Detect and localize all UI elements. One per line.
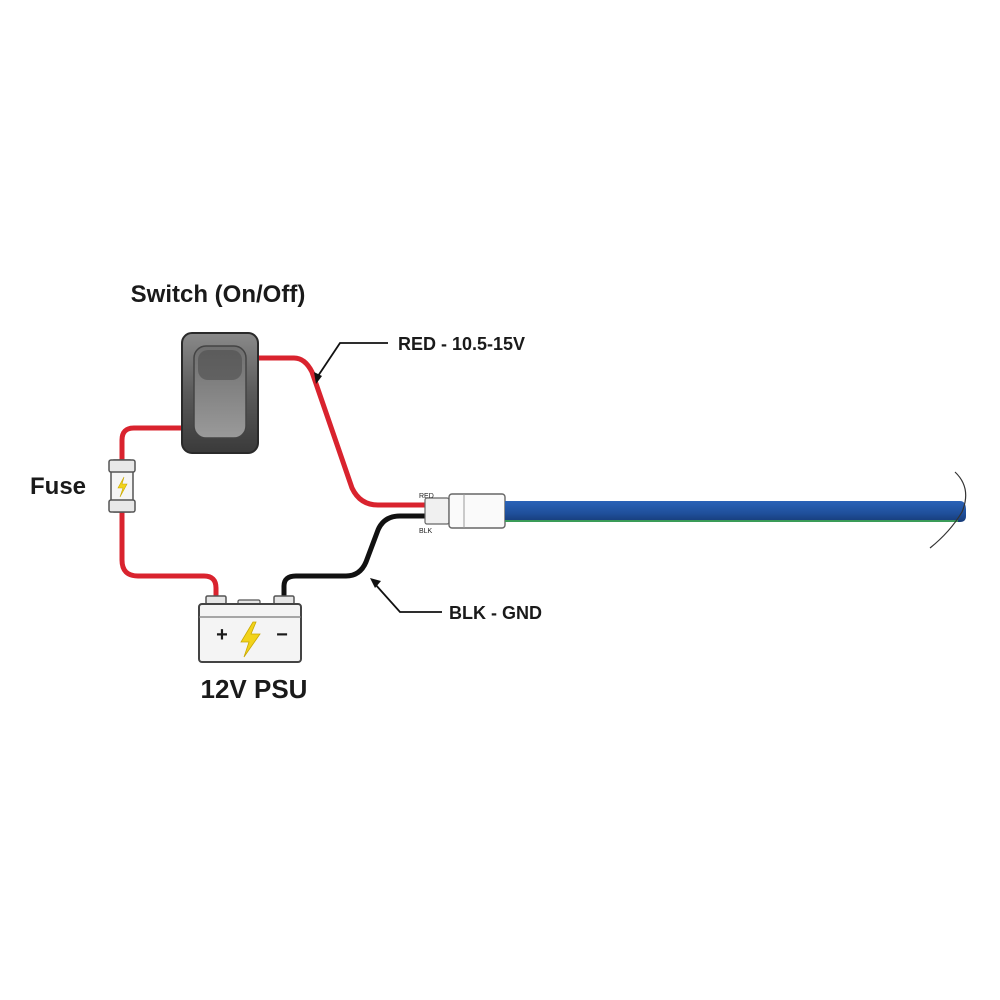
blk-wire-label: BLK - GND <box>449 603 542 623</box>
battery-plus-label: + <box>216 624 228 646</box>
led-strip <box>505 471 967 549</box>
fuse-label: Fuse <box>30 473 86 500</box>
red-wire-fuse-to-switch <box>119 425 185 463</box>
lightning-bolt-icon <box>240 621 261 658</box>
black-wire-psu-to-strip <box>281 513 428 603</box>
psu-label: 12V PSU <box>201 674 308 704</box>
red-wire-fuse-to-psu <box>119 509 219 603</box>
connector-blk-label: BLK <box>419 528 433 535</box>
fuse-icon <box>108 459 136 513</box>
switch-label: Switch (On/Off) <box>131 281 306 308</box>
blk-wire-callout-arrow <box>370 578 442 613</box>
connector-red-label: RED <box>419 493 434 500</box>
red-wire-label: RED - 10.5-15V <box>398 334 525 354</box>
strip-connector <box>424 493 506 529</box>
battery-icon <box>198 595 302 663</box>
rocker-switch-icon[interactable] <box>181 332 259 454</box>
red-wire-callout-arrow <box>314 342 388 384</box>
red-wire-switch-to-strip <box>255 355 428 508</box>
battery-minus-label: − <box>276 624 288 646</box>
